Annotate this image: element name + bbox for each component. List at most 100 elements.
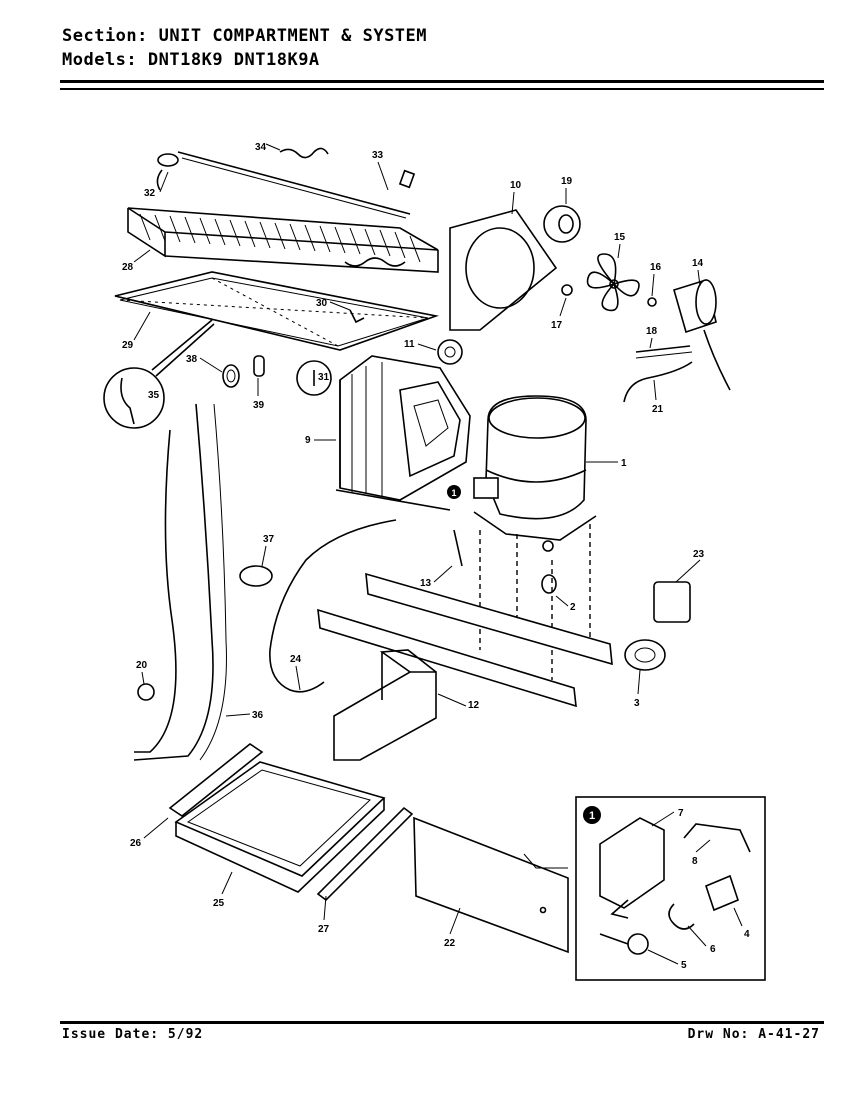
part-38-grommet-hole: [226, 369, 236, 383]
part-11-nut: [437, 339, 463, 365]
callout-27: 27: [318, 924, 330, 935]
part-34-wire: [279, 147, 329, 159]
part-36-hose-c: [199, 403, 227, 761]
part-10-shroud: [449, 209, 558, 331]
inset-part-6-spring: [668, 903, 695, 930]
part-32-line: [156, 169, 163, 191]
part-36-hose-b: [133, 403, 214, 761]
inset-part-7-tab: [610, 899, 629, 919]
callout-28: 28: [122, 262, 134, 273]
callout-17: 17: [551, 320, 563, 331]
part-29-plate: [114, 271, 440, 351]
callout-37: 37: [263, 534, 275, 545]
callout-1: 1: [621, 458, 627, 469]
callout-34: 34: [255, 142, 267, 153]
part-33-tube: [177, 151, 411, 215]
part-33-fitting: [398, 169, 416, 189]
inset-callout-5: 5: [681, 960, 687, 971]
callout-33: 33: [372, 150, 384, 161]
part-14-fan-motor: [673, 278, 731, 391]
part-11-nut-hole: [444, 346, 456, 358]
callout-30: 30: [316, 298, 328, 309]
part-32-drier: [157, 153, 179, 167]
part-22-panel: [413, 816, 569, 954]
header-rule-thick: [60, 80, 824, 83]
part-39-bushing: [253, 355, 265, 377]
part-12-bracket-top: [379, 649, 437, 700]
part-1-compressor: [473, 395, 597, 552]
callout-20: 20: [136, 660, 148, 671]
relay-inset-frame: [575, 796, 766, 981]
compressor-marker-label: 1: [451, 488, 456, 498]
callout-16: 16: [650, 262, 662, 273]
inset-callout-8: 8: [692, 856, 698, 867]
inset-part-8-clip: [683, 823, 751, 853]
section-label: Section:: [62, 26, 148, 46]
part-3-detail: [624, 639, 666, 671]
callout-35: 35: [148, 390, 160, 401]
models-title: Models: DNT18K9 DNT18K9A: [62, 50, 320, 70]
part-35-detail: [103, 367, 165, 429]
callout-22: 22: [444, 938, 456, 949]
callout-21: 21: [652, 404, 664, 415]
callout-25: 25: [213, 898, 225, 909]
part-37-clamp: [239, 565, 273, 587]
part-relay-on-compressor: [473, 477, 499, 499]
part-28-condenser: [127, 207, 439, 273]
part-15-fan-blade: [586, 253, 640, 312]
callout-labels: 1 2 3 9 10 11 12 13 14 15 16 17 18 19 20…: [122, 142, 750, 971]
models-label: Models:: [62, 50, 138, 70]
callout-9: 9: [305, 435, 311, 446]
callout-13: 13: [420, 578, 432, 589]
inset-part-4-relay: [705, 874, 739, 912]
part-23-capacitor: [653, 581, 691, 623]
part-27-rail: [316, 806, 414, 902]
callout-3: 3: [634, 698, 640, 709]
section-title: Section: UNIT COMPARTMENT & SYSTEM: [62, 26, 427, 46]
part-16-washer: [647, 297, 657, 307]
inset-marker: [583, 806, 601, 824]
callout-26: 26: [130, 838, 142, 849]
callout-31: 31: [318, 372, 330, 383]
part-26-rail: [168, 743, 264, 817]
part-30-clip: [349, 309, 365, 324]
part-18-tube-edge: [635, 351, 693, 359]
callout-14: 14: [692, 258, 704, 269]
callout-39: 39: [253, 400, 265, 411]
part-31-detail: [296, 360, 332, 396]
part-17-nut: [561, 284, 573, 296]
issue-date: Issue Date: 5/92: [62, 1027, 204, 1042]
inset-marker-label: 1: [589, 810, 595, 822]
part-2-grommet: [541, 574, 557, 594]
part-36-hose: [134, 429, 177, 753]
part-35-clamp: [120, 377, 135, 425]
inset-callout-6: 6: [710, 944, 716, 955]
part-20-clamp: [137, 683, 155, 701]
callout-2: 2: [570, 602, 576, 613]
callout-24: 24: [290, 654, 302, 665]
part-33-tube-edge: [181, 157, 407, 219]
part-12-bracket: [333, 671, 437, 761]
drawing-number: Drw No: A-41-27: [687, 1027, 820, 1042]
leader-lines: [133, 143, 743, 965]
callout-32: 32: [144, 188, 156, 199]
part-22-panel-cutout: [523, 853, 568, 869]
header-rule-thin: [60, 88, 824, 90]
part-35-leader: [151, 319, 215, 377]
callout-36: 36: [252, 710, 264, 721]
part-25-drain-pan: [174, 761, 386, 893]
part-19-detail: [543, 205, 581, 243]
section-value: UNIT COMPARTMENT & SYSTEM: [158, 26, 428, 46]
inset-callout-4: 4: [744, 929, 750, 940]
models-value: DNT18K9 DNT18K9A: [147, 50, 320, 70]
part-29-plate-cross: [119, 277, 429, 347]
inset-part-5-lead: [599, 933, 629, 945]
part-3-detail-inner: [634, 647, 656, 663]
callout-38: 38: [186, 354, 198, 365]
part-9-evaporator: [335, 355, 471, 511]
part-19-bearing: [558, 214, 574, 234]
callout-11: 11: [404, 339, 415, 350]
callout-29: 29: [122, 340, 134, 351]
part-38-grommet: [222, 364, 240, 388]
